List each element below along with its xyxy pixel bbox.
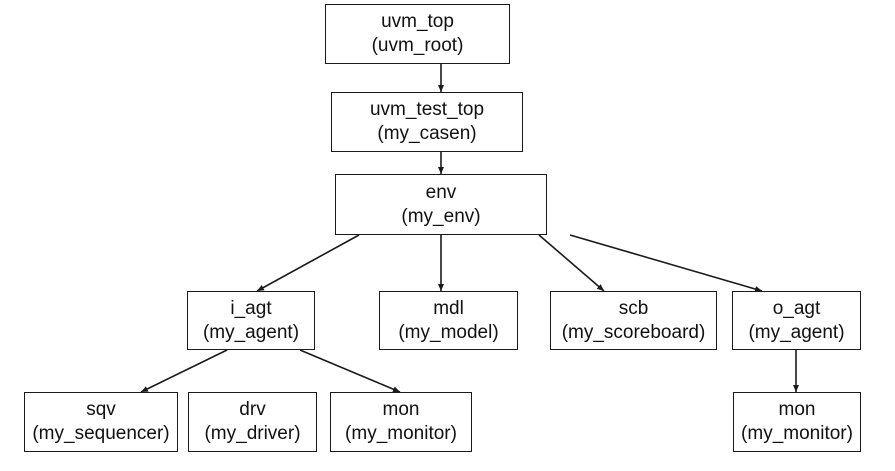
connector-env-to-i_agt	[256, 234, 360, 292]
node-env: env (my_env)	[335, 174, 547, 235]
node-name: scb	[618, 297, 649, 319]
node-drv: drv (my_driver)	[188, 392, 317, 452]
node-name: i_agt	[230, 297, 272, 319]
node-type: (uvm_root)	[371, 35, 464, 56]
connector-i_agt-to-sqv	[140, 349, 228, 393]
node-name: sqv	[86, 399, 116, 420]
node-name: mon	[382, 399, 420, 420]
node-i-agt-mon: mon (my_monitor)	[330, 392, 472, 452]
node-i-agt: i_agt (my_agent)	[187, 291, 315, 350]
node-type: (my_sequencer)	[32, 423, 170, 444]
node-uvm-test-top: uvm_test_top (my_casen)	[331, 92, 523, 152]
node-sqv: sqv (my_sequencer)	[24, 392, 178, 452]
node-type: (my_scoreboard)	[561, 321, 706, 343]
node-type: (my_monitor)	[345, 423, 457, 444]
node-type: (my_monitor)	[741, 423, 853, 444]
node-name: uvm_top	[381, 11, 454, 32]
node-scb: scb (my_scoreboard)	[550, 291, 717, 350]
connector-env-to-o_agt	[569, 234, 763, 292]
node-o-agt: o_agt (my_agent)	[732, 291, 861, 350]
node-type: (my_agent)	[748, 321, 845, 343]
node-type: (my_driver)	[204, 423, 301, 444]
node-name: o_agt	[772, 297, 821, 319]
node-uvm-top: uvm_top (uvm_root)	[325, 4, 510, 64]
node-name: mdl	[433, 297, 464, 319]
node-mdl: mdl (my_model)	[379, 291, 518, 350]
node-name: uvm_test_top	[369, 99, 485, 120]
node-name: drv	[239, 399, 266, 420]
node-o-agt-mon: mon (my_monitor)	[733, 392, 861, 452]
connector-i_agt-to-i_mon	[299, 349, 401, 393]
node-type: (my_agent)	[202, 321, 300, 343]
node-type: (my_casen)	[377, 123, 477, 144]
node-name: env	[425, 181, 457, 203]
node-name: mon	[778, 399, 816, 420]
node-type: (my_env)	[401, 205, 481, 227]
connector-env-to-scb	[538, 234, 605, 292]
node-type: (my_model)	[398, 321, 499, 343]
